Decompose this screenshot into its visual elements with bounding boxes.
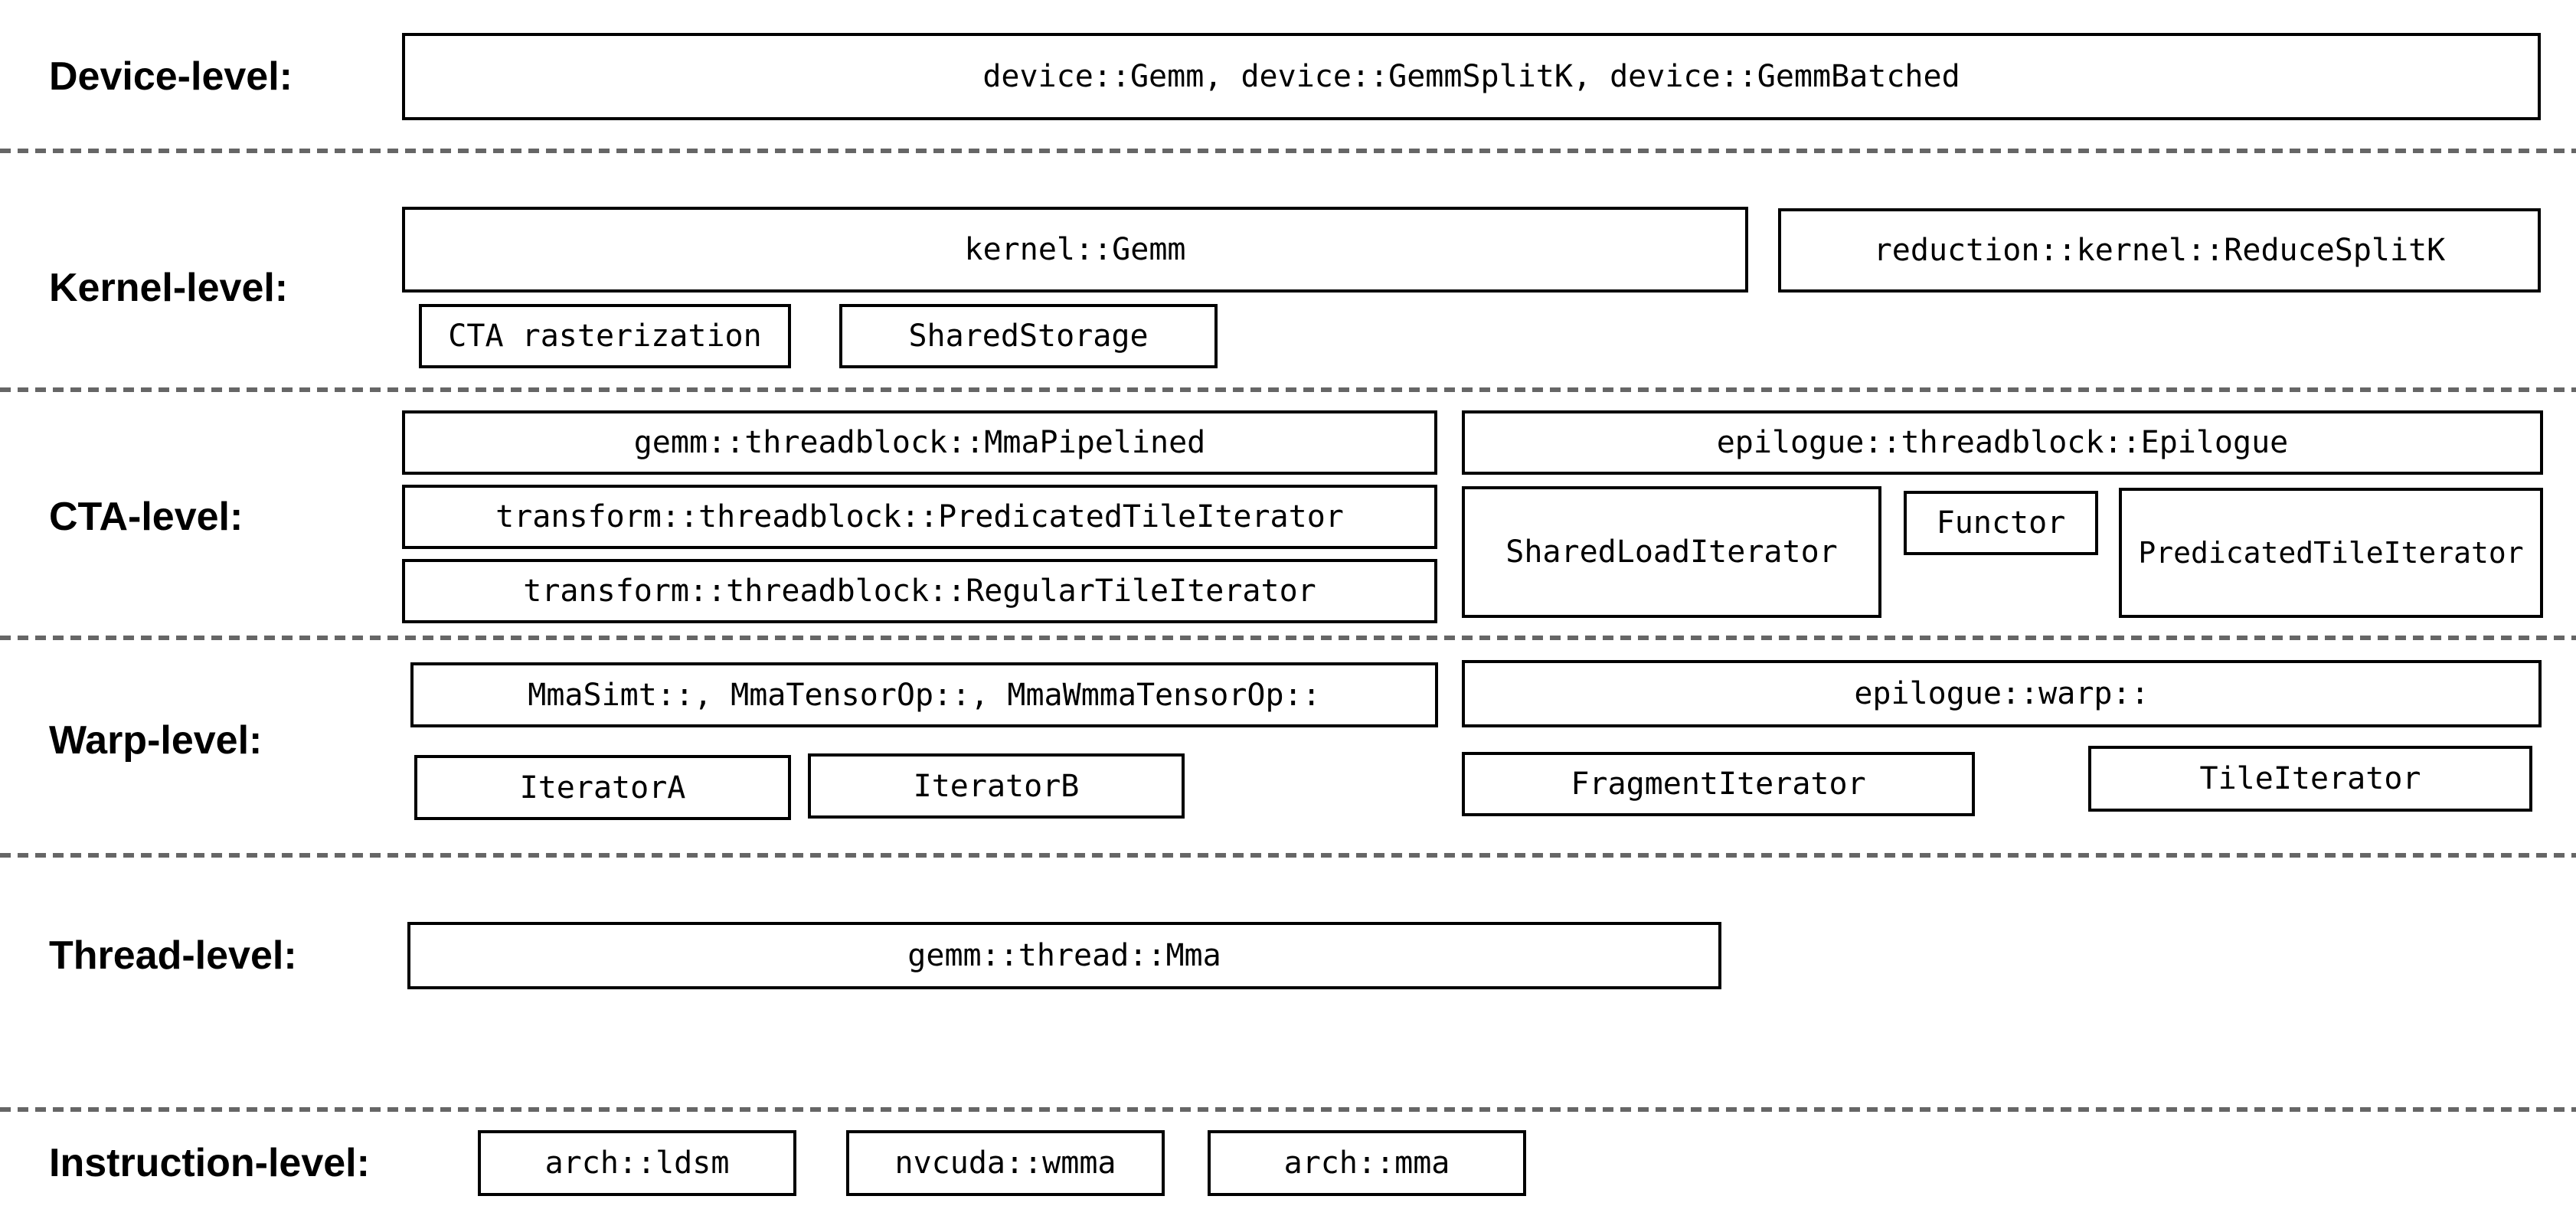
box-epilogue-warp: epilogue::warp:: (1462, 660, 2542, 727)
separator-cta-warp (0, 636, 2576, 640)
separator-kernel-cta (0, 387, 2576, 392)
box-warp-mma-variants: MmaSimt::, MmaTensorOp::, MmaWmmaTensorO… (410, 662, 1438, 727)
box-shared-load-iterator: SharedLoadIterator (1462, 486, 1881, 618)
box-gemm-thread-mma: gemm::thread::Mma (407, 922, 1721, 989)
box-device-gemm: device::Gemm, device::GemmSplitK, device… (402, 33, 2541, 120)
box-iterator-a: IteratorA (414, 755, 791, 820)
thread-level-label: Thread-level: (49, 933, 297, 978)
instruction-level-label: Instruction-level: (49, 1141, 370, 1185)
warp-level-label: Warp-level: (49, 717, 263, 763)
box-shared-storage: SharedStorage (839, 304, 1218, 368)
box-transform-threadblock-predicated-tile-iterator: transform::threadblock::PredicatedTileIt… (402, 485, 1437, 549)
box-fragment-iterator: FragmentIterator (1462, 752, 1975, 816)
cta-level-label: CTA-level: (49, 495, 244, 539)
box-iterator-b: IteratorB (808, 753, 1185, 819)
box-nvcuda-wmma: nvcuda::wmma (846, 1130, 1165, 1196)
kernel-level-label: Kernel-level: (49, 265, 289, 310)
box-cta-rasterization: CTA rasterization (419, 304, 791, 368)
box-functor: Functor (1904, 491, 2098, 555)
box-arch-ldsm: arch::ldsm (478, 1130, 796, 1196)
device-level-label: Device-level: (49, 54, 293, 99)
box-transform-threadblock-regular-tile-iterator: transform::threadblock::RegularTileItera… (402, 559, 1437, 623)
separator-device-kernel (0, 149, 2576, 153)
separator-thread-instruction (0, 1107, 2576, 1112)
separator-warp-thread (0, 853, 2576, 858)
box-reduction-kernel-reduce-splitk: reduction::kernel::ReduceSplitK (1778, 208, 2541, 292)
box-gemm-threadblock-mma-pipelined: gemm::threadblock::MmaPipelined (402, 410, 1437, 475)
box-epilogue-threadblock-epilogue: epilogue::threadblock::Epilogue (1462, 410, 2543, 475)
box-arch-mma: arch::mma (1208, 1130, 1526, 1196)
box-epilogue-predicated-tile-iterator: PredicatedTileIterator (2119, 488, 2543, 618)
box-kernel-gemm: kernel::Gemm (402, 207, 1748, 292)
box-tile-iterator: TileIterator (2088, 746, 2532, 812)
